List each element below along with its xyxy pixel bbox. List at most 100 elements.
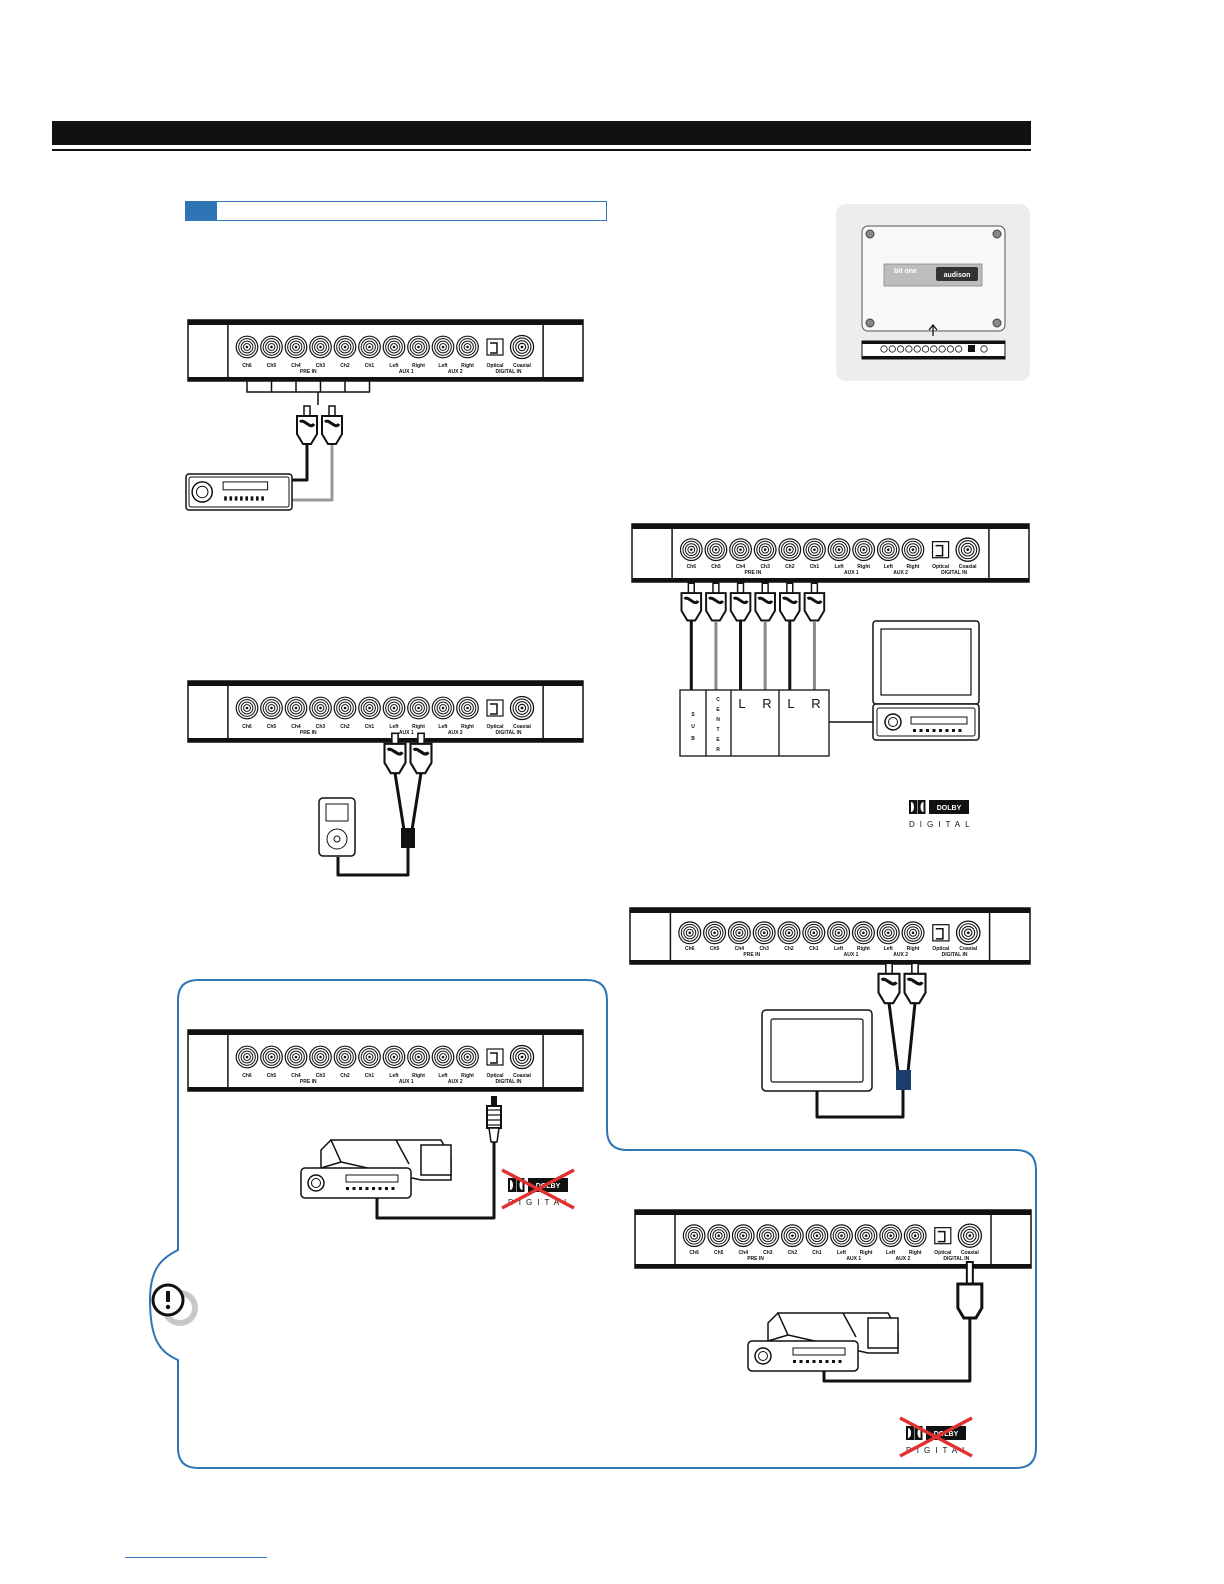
port-label: Ch1 [812,1250,822,1256]
port-label: Ch1 [809,946,819,952]
coaxial-jack [509,695,535,721]
dvd-button [926,729,929,732]
cable-grey [292,445,334,502]
rca-jack [753,538,777,562]
rca-jack [235,696,259,720]
front-button [832,1360,835,1363]
group-label-pre-in: PRE IN [747,1256,764,1262]
port-label: Optical [932,564,950,570]
rca-jack [781,1224,804,1248]
port-label: Ch5 [267,1073,277,1079]
port-label: Ch2 [788,1250,798,1256]
player-side-block [867,1317,899,1349]
rca-jack [901,921,925,945]
footer-link[interactable] [125,1557,267,1558]
port-label: Ch4 [736,564,746,570]
group-label-digital-in: DIGITAL IN [496,730,522,736]
cable [336,848,410,877]
panel-bottom-edge [630,960,1030,964]
rca-jack [333,335,357,359]
preset-button [229,496,233,501]
group-label-aux1: AUX 1 [399,1079,414,1085]
front-button [812,1360,816,1363]
panel-bottom-edge [632,578,1029,582]
port-label: Ch6 [689,1250,699,1256]
coax-body [956,1282,984,1320]
optical-port-inner [937,1230,946,1243]
brand-logo: audison [944,272,971,279]
rca-jack [260,335,283,359]
screw-icon [992,318,1002,328]
photo-jack [955,345,963,353]
panel-top-edge [630,908,1030,913]
front-button [799,1360,803,1363]
dvd-bezel [876,707,976,737]
port-label: Ch3 [316,363,326,369]
dvd-button [945,729,949,732]
port-label: Right [461,1073,474,1079]
dvd-knob-inner [888,717,898,727]
panel-bottom-edge [188,1087,583,1091]
rca-plug-icon [753,581,777,622]
rca-jack [830,1224,853,1248]
front-display [792,1347,846,1356]
coaxial-plug-icon [956,1261,984,1320]
photo-jack [913,345,921,353]
dolby-digital-text: DIGITAL [906,1446,972,1455]
group-label-aux1: AUX 1 [399,730,414,736]
cross-line-2 [501,1168,575,1210]
mp3-player-icon [318,797,356,857]
center-label-letter: C [716,697,720,703]
rca-jack [678,921,702,945]
optical-port-inner [935,927,944,940]
coax-pin [965,1261,974,1285]
front-button [359,1187,362,1190]
rca-jack [431,696,455,720]
rear-left-label: L [787,696,794,711]
port-label: Ch3 [763,1250,773,1256]
rca-jack [358,696,381,720]
group-label-aux2: AUX 2 [893,952,908,958]
photo-front-bottom [862,356,1005,359]
rca-jack [431,335,455,359]
photo-jack [921,345,930,353]
tv-monitor-icon [872,620,980,705]
head-unit-bezel [188,476,290,508]
rca-jack [827,921,851,945]
photo-front-top [862,341,1005,344]
rca-jack [704,538,728,562]
rca-jack [777,921,801,945]
rca-jack [456,696,479,720]
rca-jack [235,335,259,359]
rca-jack [456,335,479,359]
monitor-screen [770,1018,864,1083]
player-edge [767,1312,789,1343]
cable [375,1142,496,1220]
y-splitter [401,828,415,848]
cable [815,1090,905,1119]
port-label: Right [461,724,474,730]
rca-plug-icon [729,581,752,622]
cable [393,772,406,831]
warning-dot [165,1304,171,1310]
digital-section-outline [148,979,1037,1469]
group-label-aux2: AUX 2 [448,730,463,736]
port-label: Coaxial [959,946,977,952]
photo-jack [896,345,905,353]
dvd-front-unit [747,1340,859,1372]
front-button [385,1187,388,1190]
rca-jack [876,921,900,945]
group-label-pre-in: PRE IN [745,570,762,576]
section-heading-tab [185,201,607,221]
rca-jack [901,538,925,562]
group-label-digital-in: DIGITAL IN [943,1256,969,1262]
cable [292,445,309,482]
dvd-knob [884,713,902,731]
port-label: Ch4 [291,363,301,369]
panel-bottom-edge [188,377,583,381]
